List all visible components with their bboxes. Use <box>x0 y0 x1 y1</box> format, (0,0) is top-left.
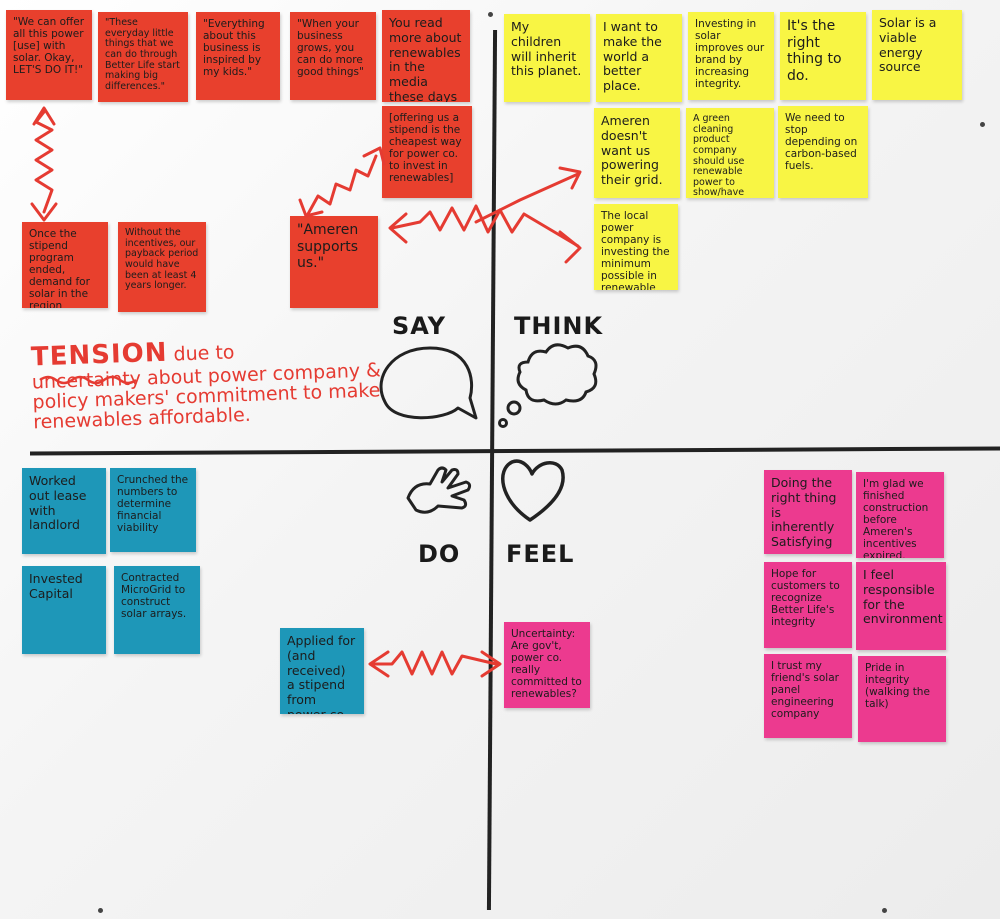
do-label: DO <box>418 540 460 568</box>
say-note[interactable]: "Ameren supports us." <box>290 216 378 308</box>
say-note[interactable]: [offering us a stipend is the cheapest w… <box>382 106 472 198</box>
do-note[interactable]: Invested Capital <box>22 566 106 654</box>
feel-note[interactable]: I'm glad we finished construction before… <box>856 472 944 558</box>
think-note[interactable]: Solar is a viable energy source <box>872 10 962 100</box>
feel-note[interactable]: I feel responsible for the environment <box>856 562 946 650</box>
thought-cloud-icon <box>500 345 597 427</box>
horizontal-axis <box>30 446 1000 455</box>
say-note[interactable]: Without the incentives, our payback peri… <box>118 222 206 312</box>
feel-note[interactable]: Doing the right thing is inherently Sati… <box>764 470 852 554</box>
say-note[interactable]: "We can offer all this power [use] with … <box>6 10 92 100</box>
board-pin <box>980 122 985 127</box>
feel-note[interactable]: Pride in integrity (walking the talk) <box>858 656 946 742</box>
think-note[interactable]: My children will inherit this planet. <box>504 14 590 102</box>
do-note[interactable]: Applied for (and received) a stipend fro… <box>280 628 364 714</box>
think-note[interactable]: A green cleaning product company should … <box>686 108 774 198</box>
feel-note[interactable]: Hope for customers to recognize Better L… <box>764 562 852 648</box>
tension-body: uncertainty about power company & policy… <box>32 361 404 434</box>
think-note[interactable]: We need to stop depending on carbon-base… <box>778 106 868 198</box>
think-note[interactable]: The local power company is investing the… <box>594 204 678 290</box>
think-note[interactable]: It's the right thing to do. <box>780 12 866 100</box>
think-label: THINK <box>514 312 603 340</box>
say-note[interactable]: "Everything about this business is inspi… <box>196 12 280 100</box>
board-pin <box>882 908 887 913</box>
say-note[interactable]: Once the stipend program ended, demand f… <box>22 222 108 308</box>
say-note[interactable]: "These everyday little things that we ca… <box>98 12 188 102</box>
tension-headline-suffix: due to <box>173 341 235 365</box>
hand-icon <box>408 468 470 512</box>
think-note[interactable]: Investing in solar improves our brand by… <box>688 12 774 100</box>
feel-note[interactable]: Uncertainty: Are gov't, power co. really… <box>504 622 590 708</box>
vertical-axis <box>487 30 497 910</box>
think-note[interactable]: I want to make the world a better place. <box>596 14 682 102</box>
feel-label: FEEL <box>506 540 574 568</box>
board-pin <box>98 908 103 913</box>
do-note[interactable]: Crunched the numbers to determine financ… <box>110 468 196 552</box>
say-note[interactable]: "When your business grows, you can do mo… <box>290 12 376 100</box>
feel-note[interactable]: I trust my friend's solar panel engineer… <box>764 654 852 738</box>
do-note[interactable]: Contracted MicroGrid to construct solar … <box>114 566 200 654</box>
heart-icon <box>503 461 563 520</box>
do-note[interactable]: Worked out lease with landlord <box>22 468 106 554</box>
say-note[interactable]: You read more about renewables in the me… <box>382 10 470 102</box>
zigzag-arrow-icon <box>370 652 500 676</box>
zigzag-arrow-icon <box>32 108 56 220</box>
board-pin <box>488 12 493 17</box>
zigzag-arrow-icon <box>300 148 384 216</box>
tension-annotation: TENSION due to uncertainty about power c… <box>31 332 404 434</box>
think-note[interactable]: Ameren doesn't want us powering their gr… <box>594 108 680 198</box>
